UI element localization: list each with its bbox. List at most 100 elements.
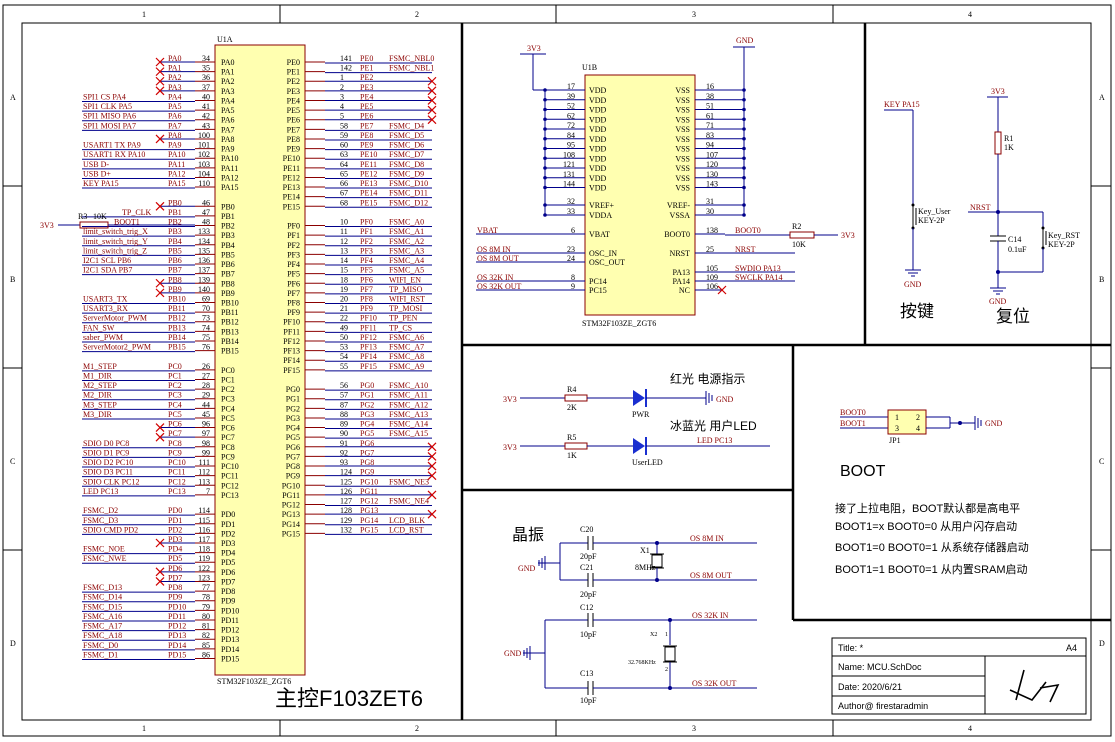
net-label: SDIO D3 PC11: [83, 468, 133, 477]
gnd2-label: GND: [504, 649, 522, 658]
pin-number: 49: [340, 323, 348, 332]
zone-ticks: [3, 5, 1111, 736]
pin-number: 131: [563, 170, 575, 179]
pin-signal: PB5: [168, 246, 182, 255]
net-label: TP_MOSI: [389, 304, 423, 313]
pin-signal: PB7: [168, 266, 182, 275]
pin-number: 117: [198, 535, 210, 544]
pin-name: VSS: [675, 106, 690, 115]
pin-signal: PB15: [168, 343, 186, 352]
pin-signal: PE15: [360, 198, 377, 207]
pin-signal: PB10: [168, 295, 186, 304]
pin-number: 81: [202, 622, 210, 631]
pin-number: 43: [202, 121, 210, 130]
pin-signal: PG0: [360, 381, 374, 390]
pin-name: VREF-: [667, 201, 690, 210]
net-label: FSMC_D4: [389, 121, 424, 130]
pin-number: 55: [340, 362, 348, 371]
net-label: FSMC_A1: [389, 227, 424, 236]
pin-signal: PD12: [168, 622, 186, 631]
pin-number: 95: [567, 141, 575, 150]
pin-name: PD15: [221, 654, 239, 663]
pin-name: PG1: [286, 395, 300, 404]
pin-signal: PF15: [360, 362, 377, 371]
pin-number: 137: [198, 266, 210, 275]
pin-number: 129: [340, 516, 352, 525]
pin-number: 29: [202, 391, 210, 400]
net-label: LCD_BLK: [389, 516, 425, 525]
u1a-title: 主控F103ZET6: [275, 686, 423, 711]
col-label-top-1: 1: [142, 10, 146, 19]
os8m-out-label: OS 8M OUT: [690, 571, 732, 580]
pin-name: PG8: [286, 462, 300, 471]
pin-name: PE15: [283, 202, 300, 211]
no-connect-mark: [427, 461, 437, 471]
pin-signal: PE14: [360, 189, 377, 198]
pin-number: 84: [567, 131, 575, 140]
net-label: USART3_TX: [83, 295, 128, 304]
pin-number: 57: [340, 391, 348, 400]
rst-caption: 复位: [996, 307, 1030, 326]
pin-number: 4: [340, 102, 344, 111]
net-label: FSMC_NE3: [389, 477, 429, 486]
r1-value: 1K: [1004, 143, 1014, 152]
pin-number: 5: [340, 112, 344, 121]
pin-number: 3: [340, 92, 344, 101]
r3-value: 10K: [93, 212, 107, 221]
pin-name: VSS: [675, 96, 690, 105]
pin-name: PC13: [221, 491, 239, 500]
net-label: USB D+: [83, 169, 111, 178]
net-label: FSMC_A9: [389, 362, 424, 371]
pin-name: VSS: [675, 164, 690, 173]
boot-section: BOOT0 BOOT1 1 2 3 4 JP1 GND BOOT 接了上拉电阻，…: [835, 408, 1029, 576]
net-label: SPI1 CS PA4: [83, 92, 126, 101]
x2-pin2: 2: [665, 667, 668, 673]
pin-number: 51: [706, 102, 714, 111]
pin-number: 87: [340, 400, 348, 409]
pin-name: PB15: [221, 347, 239, 356]
col-label-top-4: 4: [968, 10, 972, 19]
pin-name: PA1: [221, 68, 235, 77]
net-label: M1_DIR: [83, 371, 113, 380]
net-label: LED PC13: [83, 487, 118, 496]
tb-author: Author@ firestaradmin: [838, 701, 928, 711]
pin-name: PD3: [221, 539, 235, 548]
pin-name: PE10: [283, 154, 300, 163]
pin-name: PF11: [283, 327, 300, 336]
pin-number: 88: [340, 410, 348, 419]
pin-signal: PC2: [168, 381, 182, 390]
pin-signal: PF11: [360, 323, 377, 332]
net-label: TP_MISO: [389, 285, 423, 294]
led-note-1: 红光 电源指示: [670, 371, 745, 386]
pin-name: VSS: [675, 115, 690, 124]
net-label: FSMC_D11: [389, 189, 428, 198]
net-label: FSMC_D9: [389, 169, 424, 178]
pin-number: 22: [340, 314, 348, 323]
pin-name: PB11: [221, 308, 239, 317]
u1b-pin-vref: VREF-31: [667, 197, 746, 210]
u1b-pin-vss: VSS 51: [675, 102, 746, 115]
net-label: FSMC_D14: [83, 593, 122, 602]
